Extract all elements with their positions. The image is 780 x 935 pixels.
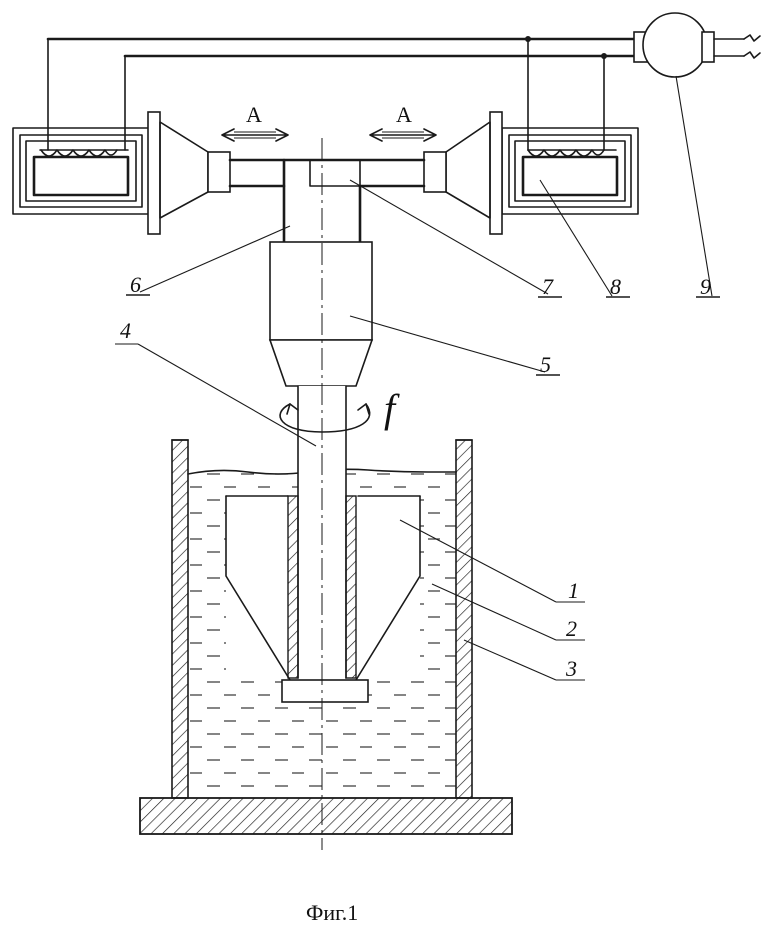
base-plate <box>140 798 512 834</box>
power-wiring <box>48 36 636 150</box>
drive-body-5 <box>270 242 372 386</box>
callout-1: 1 <box>568 578 579 603</box>
direction-arrow-left <box>222 129 288 141</box>
callout-8: 8 <box>610 274 621 299</box>
bottom-disc <box>282 680 368 702</box>
callout-9: 9 <box>700 274 711 299</box>
figure-caption: Фиг.1 <box>306 900 358 925</box>
callout-7: 7 <box>542 274 554 299</box>
generator-9 <box>634 13 760 77</box>
left-magnet-housing <box>13 112 230 234</box>
cross-bar-7 <box>230 160 424 186</box>
right-magnet-housing-8 <box>424 112 638 234</box>
label-A-left: A <box>246 102 262 127</box>
direction-arrow-right <box>370 129 436 141</box>
label-rotation-f: f <box>384 386 400 431</box>
callout-3: 3 <box>565 656 577 681</box>
callout-2: 2 <box>566 616 577 641</box>
callout-4: 4 <box>120 318 131 343</box>
callout-6: 6 <box>130 272 141 297</box>
callout-5: 5 <box>540 352 551 377</box>
label-A-right: A <box>396 102 412 127</box>
